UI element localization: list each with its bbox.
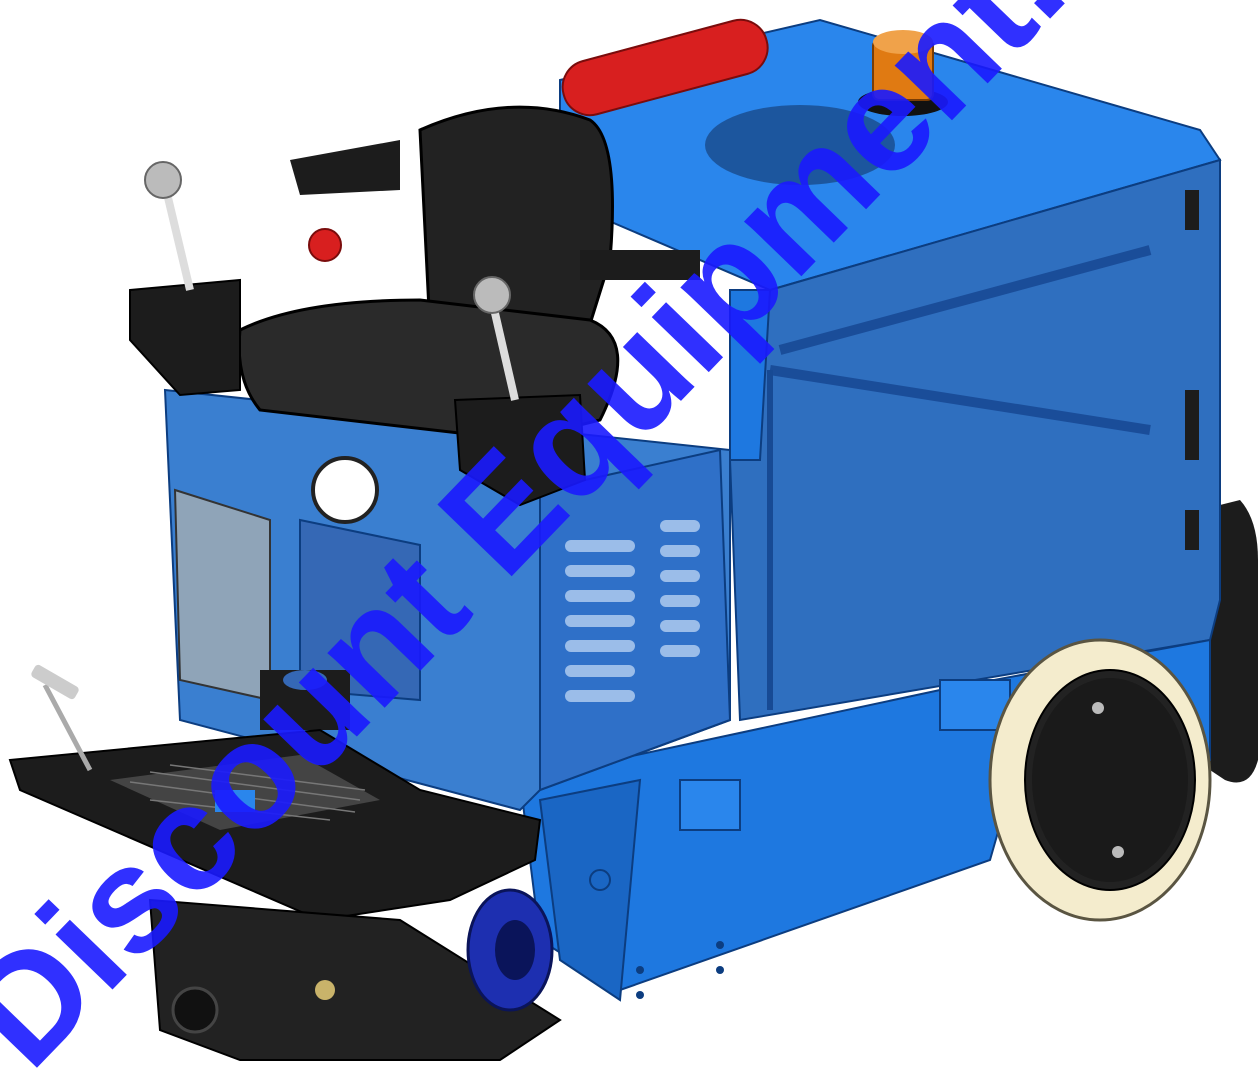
equipment-bay <box>163 388 732 812</box>
front-step <box>8 728 542 922</box>
beacon-light <box>858 30 948 116</box>
red-cylinder <box>561 18 769 117</box>
drive-wheel <box>988 638 1212 922</box>
lid-vent-grille <box>705 105 895 185</box>
tow-hitch <box>148 898 562 1061</box>
emergency-stop <box>308 228 342 262</box>
left-control-pod <box>129 161 241 397</box>
side-panel-vents <box>565 520 700 702</box>
right-control-pod <box>453 276 587 507</box>
step-handle <box>31 664 93 772</box>
caster-wheel <box>466 888 554 1012</box>
